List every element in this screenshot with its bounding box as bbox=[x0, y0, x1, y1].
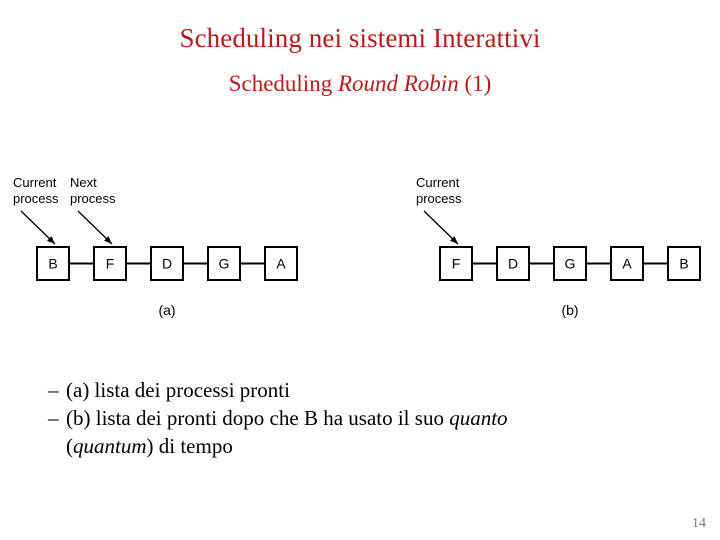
process-box-label: B bbox=[679, 256, 688, 272]
annotation-arrow-head-icon bbox=[47, 236, 55, 244]
bullet-segment: ( bbox=[66, 434, 73, 458]
process-box-label: F bbox=[106, 256, 115, 272]
annotation-arrow-head-icon bbox=[104, 236, 112, 244]
annotation-arrow-head-icon bbox=[450, 236, 458, 244]
bullet-emphasis: quanto bbox=[449, 406, 508, 430]
bullet-item: (quantum) di tempo bbox=[48, 432, 688, 460]
annotation-label: Current bbox=[13, 175, 57, 190]
process-box-label: A bbox=[622, 256, 632, 272]
annotation-label: Next bbox=[70, 175, 97, 190]
annotation-label: process bbox=[416, 191, 462, 206]
subtitle-emphasis: Round Robin bbox=[337, 71, 459, 96]
process-box bbox=[439, 246, 473, 281]
process-box-label: D bbox=[508, 256, 518, 272]
process-box-label: A bbox=[276, 256, 286, 272]
process-box bbox=[610, 246, 644, 281]
bullet-item: –(a) lista dei processi pronti bbox=[48, 376, 688, 404]
bullet-emphasis: quantum bbox=[73, 434, 147, 458]
process-box-label: F bbox=[452, 256, 461, 272]
process-box-label: G bbox=[219, 256, 230, 272]
bullet-text: (b) lista dei pronti dopo che B ha usato… bbox=[66, 406, 508, 430]
panel-caption: (b) bbox=[561, 302, 578, 318]
bullet-list: –(a) lista dei processi pronti–(b) lista… bbox=[48, 376, 688, 460]
subtitle-suffix: (1) bbox=[458, 71, 492, 96]
process-box bbox=[207, 246, 241, 281]
process-box bbox=[93, 246, 127, 281]
annotation-label: Current bbox=[416, 175, 460, 190]
process-box-label: B bbox=[48, 256, 57, 272]
panel-caption: (a) bbox=[158, 302, 175, 318]
bullet-dash-icon: – bbox=[48, 406, 59, 430]
subtitle-prefix: Scheduling bbox=[228, 71, 338, 96]
title-block: Scheduling nei sistemi Interattivi Sched… bbox=[0, 22, 720, 99]
page-title: Scheduling nei sistemi Interattivi bbox=[179, 23, 541, 53]
annotation-label: process bbox=[70, 191, 116, 206]
annotation-label: process bbox=[13, 191, 59, 206]
process-box-label: G bbox=[565, 256, 576, 272]
bullet-text: (quantum) di tempo bbox=[66, 434, 233, 458]
bullet-segment: (b) lista dei pronti dopo che B ha usato… bbox=[66, 406, 450, 430]
bullet-dash-icon: – bbox=[48, 378, 59, 402]
process-box bbox=[496, 246, 530, 281]
process-box bbox=[553, 246, 587, 281]
bullet-text: (a) lista dei processi pronti bbox=[66, 378, 290, 402]
process-box bbox=[667, 246, 701, 281]
page-subtitle: Scheduling Round Robin (1) bbox=[0, 69, 720, 99]
page-number: 14 bbox=[692, 516, 706, 531]
process-box-label: D bbox=[162, 256, 172, 272]
bullet-segment: ) di tempo bbox=[146, 434, 233, 458]
bullet-item: –(b) lista dei pronti dopo che B ha usat… bbox=[48, 404, 688, 432]
process-box bbox=[264, 246, 298, 281]
bullet-segment: (a) lista dei processi pronti bbox=[66, 378, 290, 402]
process-box bbox=[36, 246, 70, 281]
process-box bbox=[150, 246, 184, 281]
